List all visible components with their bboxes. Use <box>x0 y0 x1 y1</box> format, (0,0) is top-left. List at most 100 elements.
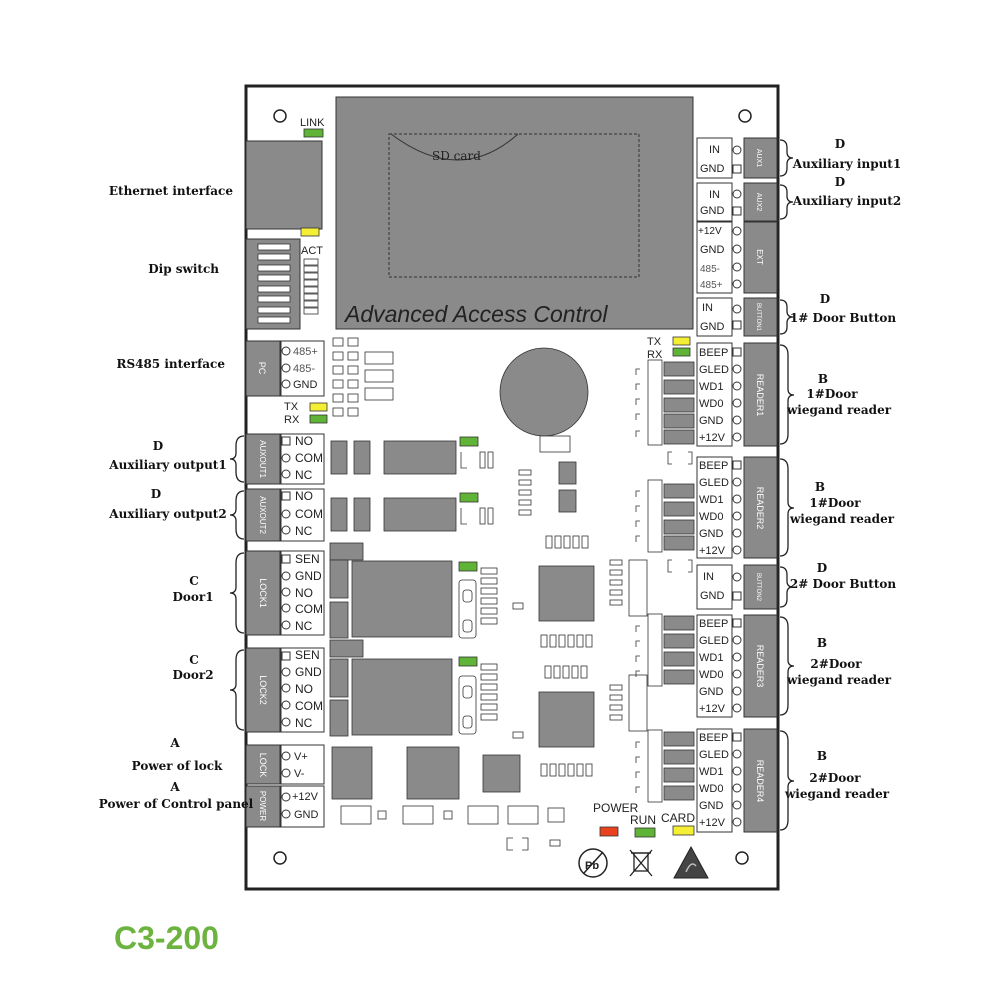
button1-pin-in: IN <box>702 302 713 314</box>
label-auxout2: Auxiliary output2 <box>108 507 226 521</box>
power-pin-12v: +12V <box>292 791 319 803</box>
mounting-hole-icon <box>738 109 752 123</box>
auxout1-led <box>459 436 479 447</box>
lock2-pin-com: COM <box>295 699 323 713</box>
label-auxin1: Auxiliary input1 <box>792 157 901 171</box>
weee-bin-icon <box>629 849 653 877</box>
reader2-pin-wd1: WD1 <box>699 494 723 506</box>
rx-left-led <box>309 414 328 424</box>
sd-card-label: SD card <box>432 149 481 163</box>
reader3-pin-gnd: GND <box>699 686 724 698</box>
power-led <box>599 826 619 837</box>
lock1-terminal: SEN GND NO COM NC <box>280 550 325 636</box>
reader2-pin-gnd: GND <box>699 528 724 540</box>
reader2-block <box>743 456 778 559</box>
reader1-pin-gnd: GND <box>699 415 724 427</box>
label-reader2-a: 1#Door <box>809 496 861 510</box>
label-reader1-a: 1#Door <box>806 387 858 401</box>
reader3-pin-wd0: WD0 <box>699 669 723 681</box>
reader3-pin-12v: +12V <box>699 703 726 715</box>
link-led <box>303 128 324 138</box>
lock2-pin-gnd: GND <box>295 665 322 679</box>
button1-terminal <box>696 297 733 337</box>
aux-smd <box>460 451 494 525</box>
pb-free-icon: Pb <box>578 848 608 878</box>
lock1-pin-nc: NC <box>295 619 313 633</box>
auxout2-block-label: AUXOUT2 <box>258 496 267 534</box>
esd-warning-icon <box>673 845 709 879</box>
button1-block-label: BUTTON1 <box>755 303 761 332</box>
reader-components <box>647 359 695 803</box>
ethernet-port <box>245 140 323 230</box>
reader3-block <box>743 614 778 718</box>
lock-pin-vn: V- <box>294 768 305 780</box>
reader2-pin-12v: +12V <box>699 545 726 557</box>
auxout2-pin-nc: NC <box>295 524 313 538</box>
tx-left-led <box>309 402 328 412</box>
reader4-pin-wd0: WD0 <box>699 783 723 795</box>
button2-pin-gnd: GND <box>700 590 725 602</box>
lock-fuses <box>458 567 498 735</box>
lock-power-terminal: V+ V- <box>280 744 325 785</box>
ext-block-label: EXT <box>755 249 764 265</box>
auxout1-terminal: NO COM NC <box>280 433 325 485</box>
label-panel-power: Power of Control panel <box>99 797 254 811</box>
sd-card-slot <box>388 133 640 278</box>
auxout1-pin-no: NO <box>295 434 313 448</box>
auxout1-block-label: AUXOUT1 <box>258 440 267 478</box>
auxout1-pin-nc: NC <box>295 468 313 482</box>
reader1-pin-gled: GLED <box>699 364 729 376</box>
ext-terminal <box>696 221 733 294</box>
pc-block <box>245 340 281 397</box>
reader1-pin-wd0: WD0 <box>699 398 723 410</box>
panel-power-block-label: POWER <box>258 791 267 821</box>
reader4-pin-beep: BEEP <box>699 732 728 744</box>
rx-left-label: RX <box>284 414 300 426</box>
label-button1-letter: D <box>820 292 830 306</box>
rx-top-label: RX <box>647 349 663 361</box>
mounting-hole-icon <box>273 851 287 865</box>
reader4-terminal <box>696 728 733 833</box>
pc-pin-485p: 485+ <box>293 346 318 358</box>
reader2-pin-beep: BEEP <box>699 460 728 472</box>
label-auxout1-letter: D <box>153 439 163 453</box>
center-smd <box>340 469 623 851</box>
label-door1-letter: C <box>189 574 199 588</box>
tx-top-label: TX <box>647 336 662 348</box>
ext-pin-485n: 485- <box>700 264 720 275</box>
tx-left-label: TX <box>284 401 299 413</box>
run-led <box>634 827 656 838</box>
label-auxout1: Auxiliary output1 <box>108 458 226 472</box>
lock2-pin-no: NO <box>295 682 313 696</box>
aux1-terminal <box>696 137 733 179</box>
reader4-block-label: READER4 <box>755 760 765 803</box>
aux2-block <box>743 182 778 222</box>
reader3-pin-wd1: WD1 <box>699 652 723 664</box>
aux2-pin-gnd: GND <box>700 205 725 217</box>
act-led <box>300 227 320 237</box>
panel-power-block <box>245 785 281 828</box>
card-led <box>672 825 695 836</box>
right-annotations: D Auxiliary input1 D Auxiliary input2 D … <box>784 137 901 801</box>
reader1-pins: BEEP GLED WD1 WD0 GND +12V <box>699 347 729 444</box>
pc-pin-485n: 485- <box>293 363 315 375</box>
button2-pin-in: IN <box>703 571 714 583</box>
dip-switch <box>245 238 301 330</box>
button2-block <box>743 564 778 610</box>
button2-block-label: BUTTON2 <box>755 573 761 602</box>
label-rs485: RS485 interface <box>116 357 225 371</box>
ext-pin-485p: 485+ <box>700 280 723 291</box>
aux2-pin-in: IN <box>709 189 720 201</box>
label-lock-power: Power of lock <box>132 759 223 773</box>
lock1-block-label: LOCK1 <box>258 578 268 608</box>
auxout1-pin-com: COM <box>295 451 323 465</box>
aux1-block <box>743 137 778 179</box>
lock1-pin-com: COM <box>295 602 323 616</box>
model-name: C3-200 <box>114 920 219 956</box>
lock2-pin-sen: SEN <box>295 648 320 662</box>
reader3-block-label: READER3 <box>755 645 765 688</box>
lock-power-block-label: LOCK <box>258 753 268 778</box>
aux1-pin-in: IN <box>709 144 720 156</box>
left-annotations: Ethernet interface Dip switch RS485 inte… <box>99 184 254 811</box>
